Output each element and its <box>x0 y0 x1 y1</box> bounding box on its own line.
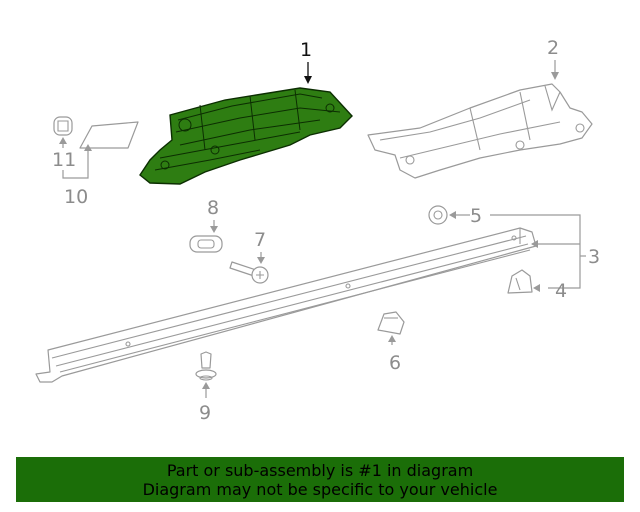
arrow-9 <box>202 382 210 389</box>
callout-9: 9 <box>199 402 211 424</box>
callout-8: 8 <box>207 197 219 219</box>
callout-5: 5 <box>470 205 482 227</box>
arrow-8 <box>210 226 218 233</box>
leader-3-bracket <box>490 214 581 289</box>
part-6-clip[interactable] <box>377 311 405 335</box>
part-5-grommet[interactable] <box>428 205 448 225</box>
callout-3: 3 <box>588 246 600 268</box>
arrow-11 <box>59 137 67 144</box>
callout-7: 7 <box>254 229 266 251</box>
arrow-3 <box>531 240 538 248</box>
part-10-pad[interactable] <box>79 121 139 149</box>
part-2-cover[interactable] <box>367 83 593 179</box>
banner-line-2: Diagram may not be specific to your vehi… <box>142 480 498 499</box>
arrow-7 <box>257 257 265 264</box>
part-4-bracket[interactable] <box>507 269 533 294</box>
callout-4: 4 <box>555 280 567 302</box>
callout-2: 2 <box>547 37 559 59</box>
arrow-10 <box>84 144 92 151</box>
arrow-4 <box>533 284 540 292</box>
part-11-clip[interactable] <box>53 116 73 136</box>
arrow-5 <box>449 211 456 219</box>
part-3-rocker-panel[interactable] <box>35 227 537 383</box>
parts-diagram: 1 2 11 10 3 <box>35 37 600 424</box>
callout-10: 10 <box>64 186 88 208</box>
callout-6: 6 <box>389 352 401 374</box>
banner-line-1: Part or sub-assembly is #1 in diagram <box>166 461 474 480</box>
part-7-screw[interactable] <box>229 261 269 284</box>
callout-11: 11 <box>52 149 76 171</box>
arrow-1 <box>304 76 312 84</box>
leader-10 <box>62 148 89 179</box>
part-9-push-clip[interactable] <box>195 351 217 381</box>
info-banner: Part or sub-assembly is #1 in diagram Di… <box>16 457 624 502</box>
arrow-2 <box>551 72 559 80</box>
part-1-under-cover[interactable] <box>139 87 353 185</box>
callout-1: 1 <box>300 39 312 61</box>
arrow-6 <box>388 335 396 342</box>
part-8-clip[interactable] <box>189 235 223 253</box>
